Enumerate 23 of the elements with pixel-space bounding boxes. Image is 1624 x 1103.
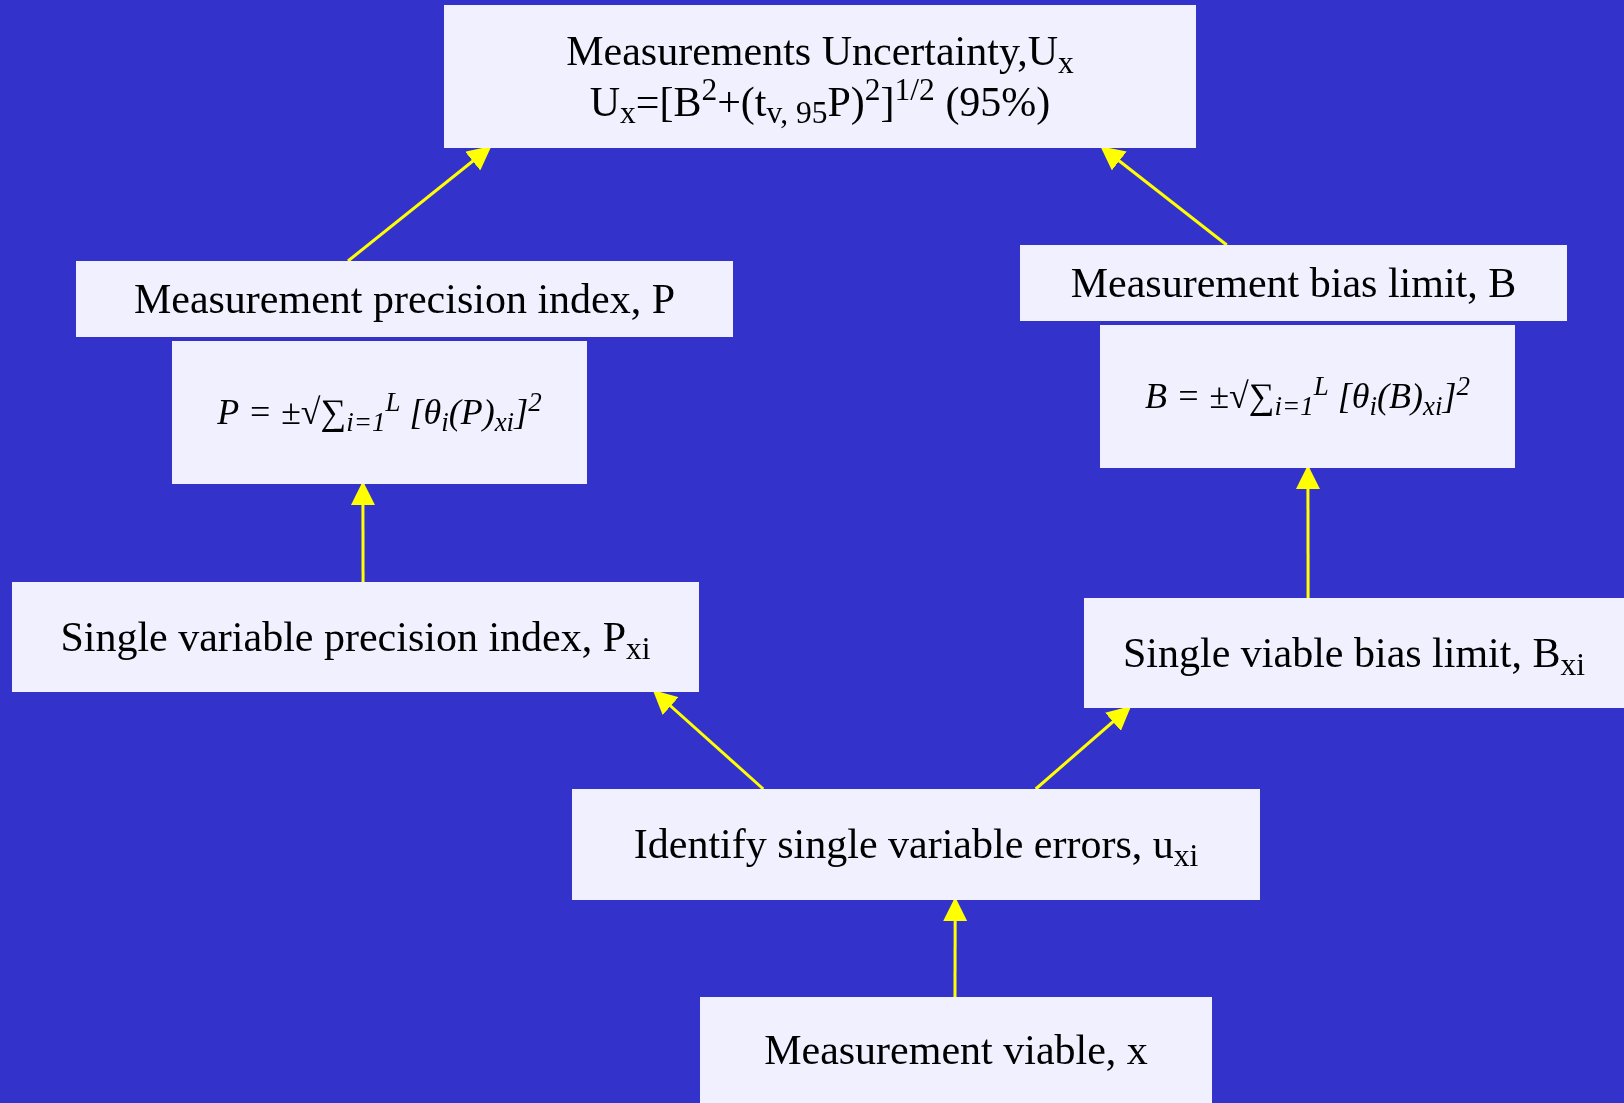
- box-text: Measurements Uncertainty,U$_{x}$: [566, 27, 1074, 77]
- result-box: [444, 5, 1196, 148]
- process-box: [1084, 598, 1624, 708]
- box-text: Measurement viable, x: [764, 1025, 1148, 1075]
- formula-box: [1100, 325, 1515, 468]
- process-box: [12, 582, 699, 692]
- process-box: [572, 789, 1260, 900]
- box-text: U$_{x}$=[B$^{2}$+(t$_{v, 95}$P)$^{2}$]$^{1/2}$ (95%): [589, 76, 1051, 127]
- formula-text: B = ±√∑$_{i=1}$$^{L}$ [θ$_{i}$(B)$_{xi}$]$^{2}$: [1145, 374, 1470, 419]
- start-box: [700, 997, 1212, 1103]
- box-text: Identify single variable errors, u$_{xi}$: [633, 820, 1199, 870]
- arrow: [652, 690, 765, 791]
- box-text: Single viable bias limit, B$_{xi}$: [1123, 628, 1585, 679]
- arrow: [1034, 706, 1132, 791]
- arrow: [1100, 146, 1228, 247]
- label-box: [76, 261, 733, 337]
- box-text: Measurement precision index, P: [133, 274, 676, 324]
- box-text: Measurement bias limit, B: [1070, 258, 1517, 308]
- formula-box: [172, 341, 587, 484]
- label-box: [1020, 245, 1567, 321]
- box-text: Single variable precision index, P$_{xi}$: [60, 612, 651, 663]
- arrow: [347, 146, 492, 263]
- formula-text: P = ±√∑$_{i=1}$$^{L}$ [θ$_{i}$(P)$_{xi}$]$^{2}$: [217, 390, 542, 435]
